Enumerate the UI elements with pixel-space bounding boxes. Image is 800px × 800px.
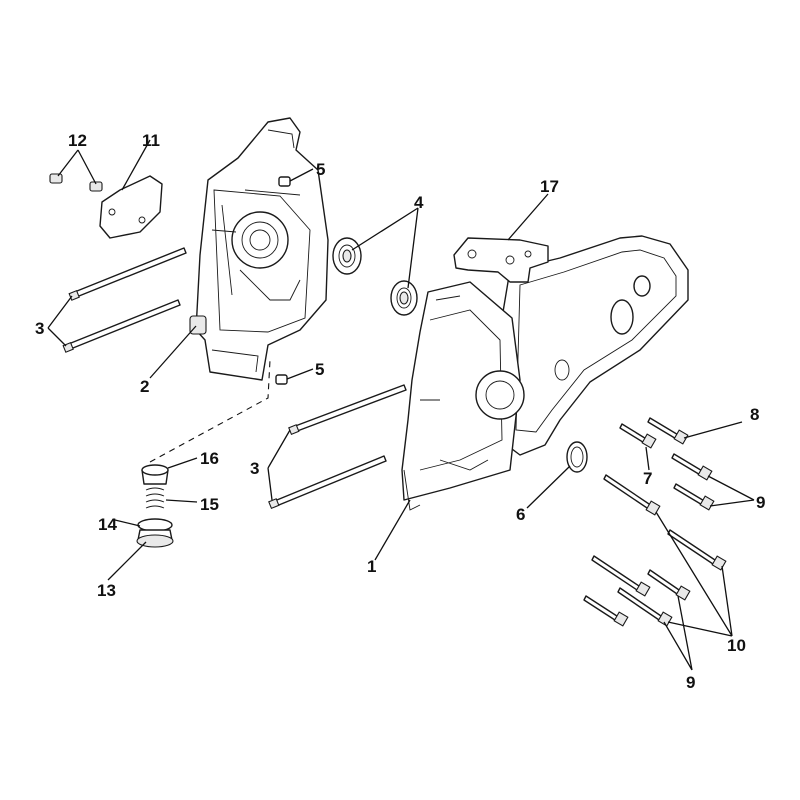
callout-14: 14 — [98, 515, 117, 534]
callout-4: 4 — [414, 193, 424, 212]
callout-1: 1 — [367, 557, 376, 576]
callout-3-upper: 3 — [35, 319, 44, 338]
callout-11: 11 — [142, 131, 160, 150]
leader-lines — [47, 139, 755, 671]
part-bracket — [453, 237, 549, 283]
callout-15: 15 — [200, 495, 219, 514]
part-studs-upper — [62, 247, 187, 353]
callout-5-lower: 5 — [315, 360, 324, 379]
part-crankcase-half-left — [189, 117, 329, 381]
callout-9-bottom: 9 — [686, 673, 695, 692]
part-oil-seal — [566, 441, 588, 473]
callout-16: 16 — [200, 449, 219, 468]
part-screws-small — [49, 173, 103, 192]
callout-7: 7 — [643, 469, 652, 488]
part-dowel-pins — [275, 176, 291, 385]
callout-2: 2 — [140, 377, 149, 396]
callout-9-right: 9 — [756, 493, 765, 512]
part-bolts — [583, 417, 727, 627]
part-bearing-upper — [332, 237, 362, 275]
callout-8: 8 — [750, 405, 759, 424]
callout-10: 10 — [727, 636, 746, 655]
callout-labels: 1 2 3 3 4 5 5 6 7 8 9 9 10 11 12 13 14 1… — [35, 131, 765, 692]
part-bearing-lower — [390, 280, 418, 316]
callout-6: 6 — [516, 505, 525, 524]
callout-13: 13 — [97, 581, 116, 600]
part-cover-plate — [99, 175, 163, 239]
alignment-line — [149, 359, 271, 463]
callout-3-lower: 3 — [250, 459, 259, 478]
part-crankcase-half-right — [401, 235, 689, 511]
part-studs-lower — [268, 384, 407, 509]
callout-17: 17 — [540, 177, 559, 196]
callout-12: 12 — [68, 131, 87, 150]
part-drain-plug-assembly — [136, 464, 174, 548]
callout-5-upper: 5 — [316, 160, 325, 179]
